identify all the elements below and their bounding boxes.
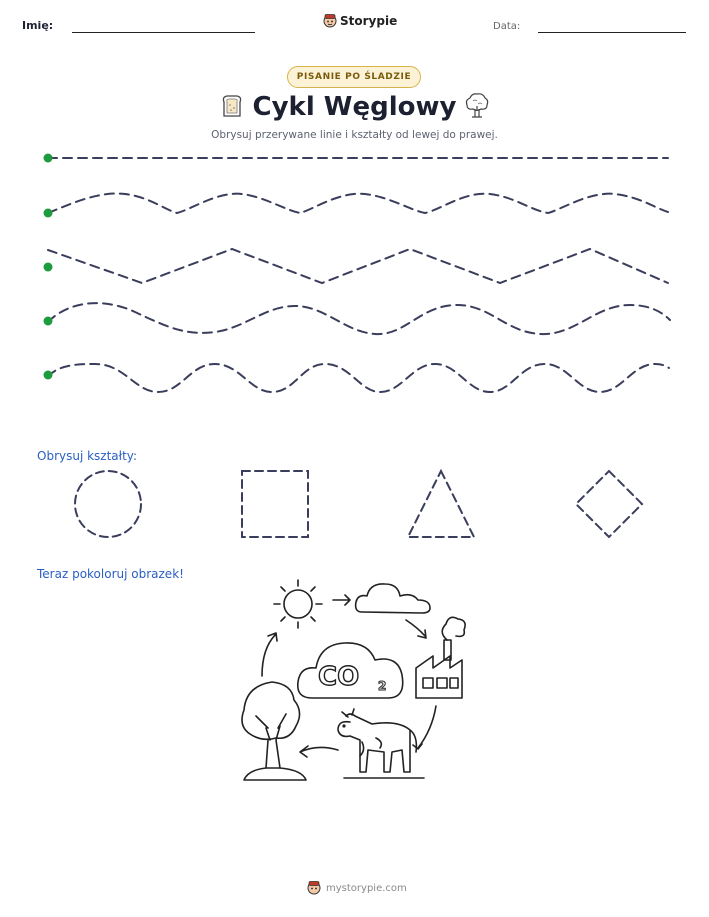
- footer-url[interactable]: mystorypie.com: [326, 882, 407, 894]
- storypie-logo-icon: [323, 14, 337, 28]
- name-write-line[interactable]: [72, 32, 255, 33]
- arrow-factory-to-cow: [412, 705, 437, 750]
- tree-drawing-icon[interactable]: [241, 681, 307, 781]
- tracing-lines: [43, 153, 671, 394]
- cloud-icon[interactable]: [354, 583, 431, 614]
- trace-shape-circle[interactable]: [74, 470, 142, 538]
- brand-name: Storypie: [340, 14, 398, 28]
- arrow-cow-to-tree: [299, 745, 339, 758]
- arrow-cloud-to-factory: [405, 619, 427, 639]
- trace-shape-triangle[interactable]: [406, 468, 476, 538]
- instructions: Obrysuj przerywane linie i kształty od l…: [211, 129, 498, 141]
- trace-line-wave-2[interactable]: [47, 302, 671, 336]
- trace-shape-square[interactable]: [241, 470, 309, 538]
- co2-subscript: 2: [378, 679, 386, 693]
- factory-icon[interactable]: [415, 616, 466, 699]
- sun-icon[interactable]: [273, 579, 323, 629]
- storypie-logo: Storypie: [323, 13, 397, 29]
- arrow-tree-to-sun: [261, 632, 278, 677]
- storypie-logo-icon: [307, 881, 321, 895]
- tree-icon: [465, 93, 489, 118]
- arrow-sun-to-cloud: [332, 594, 351, 606]
- start-dot-5: [43, 370, 53, 380]
- trace-line-curvy[interactable]: [47, 362, 670, 394]
- start-dot-1: [43, 153, 53, 163]
- trace-line-wave-1[interactable]: [47, 192, 669, 215]
- page-title: Cykl Węglowy: [252, 92, 457, 122]
- co2-text: CO: [318, 662, 359, 692]
- co2-cloud-icon[interactable]: [296, 642, 404, 699]
- trace-shape-diamond[interactable]: [574, 469, 644, 539]
- tracing-shapes: [74, 468, 644, 539]
- start-dot-3: [43, 262, 53, 272]
- trace-line-zigzag[interactable]: [47, 247, 669, 285]
- start-dot-4: [43, 316, 53, 326]
- coloring-label: Teraz pokoloruj obrazek!: [37, 567, 184, 581]
- name-label: Imię:: [22, 19, 54, 32]
- carbon-cycle-illustration[interactable]: CO 2: [0, 572, 709, 790]
- start-dot-2: [43, 208, 53, 218]
- worksheet-badge: PISANIE PO ŚLADZIE: [287, 66, 421, 88]
- footer: mystorypie.com: [307, 880, 407, 896]
- date-write-line[interactable]: [538, 32, 686, 33]
- bread-icon: [222, 95, 242, 117]
- date-label: Data:: [493, 21, 521, 32]
- shapes-label: Obrysuj kształty:: [37, 449, 138, 463]
- cow-icon[interactable]: [337, 708, 418, 773]
